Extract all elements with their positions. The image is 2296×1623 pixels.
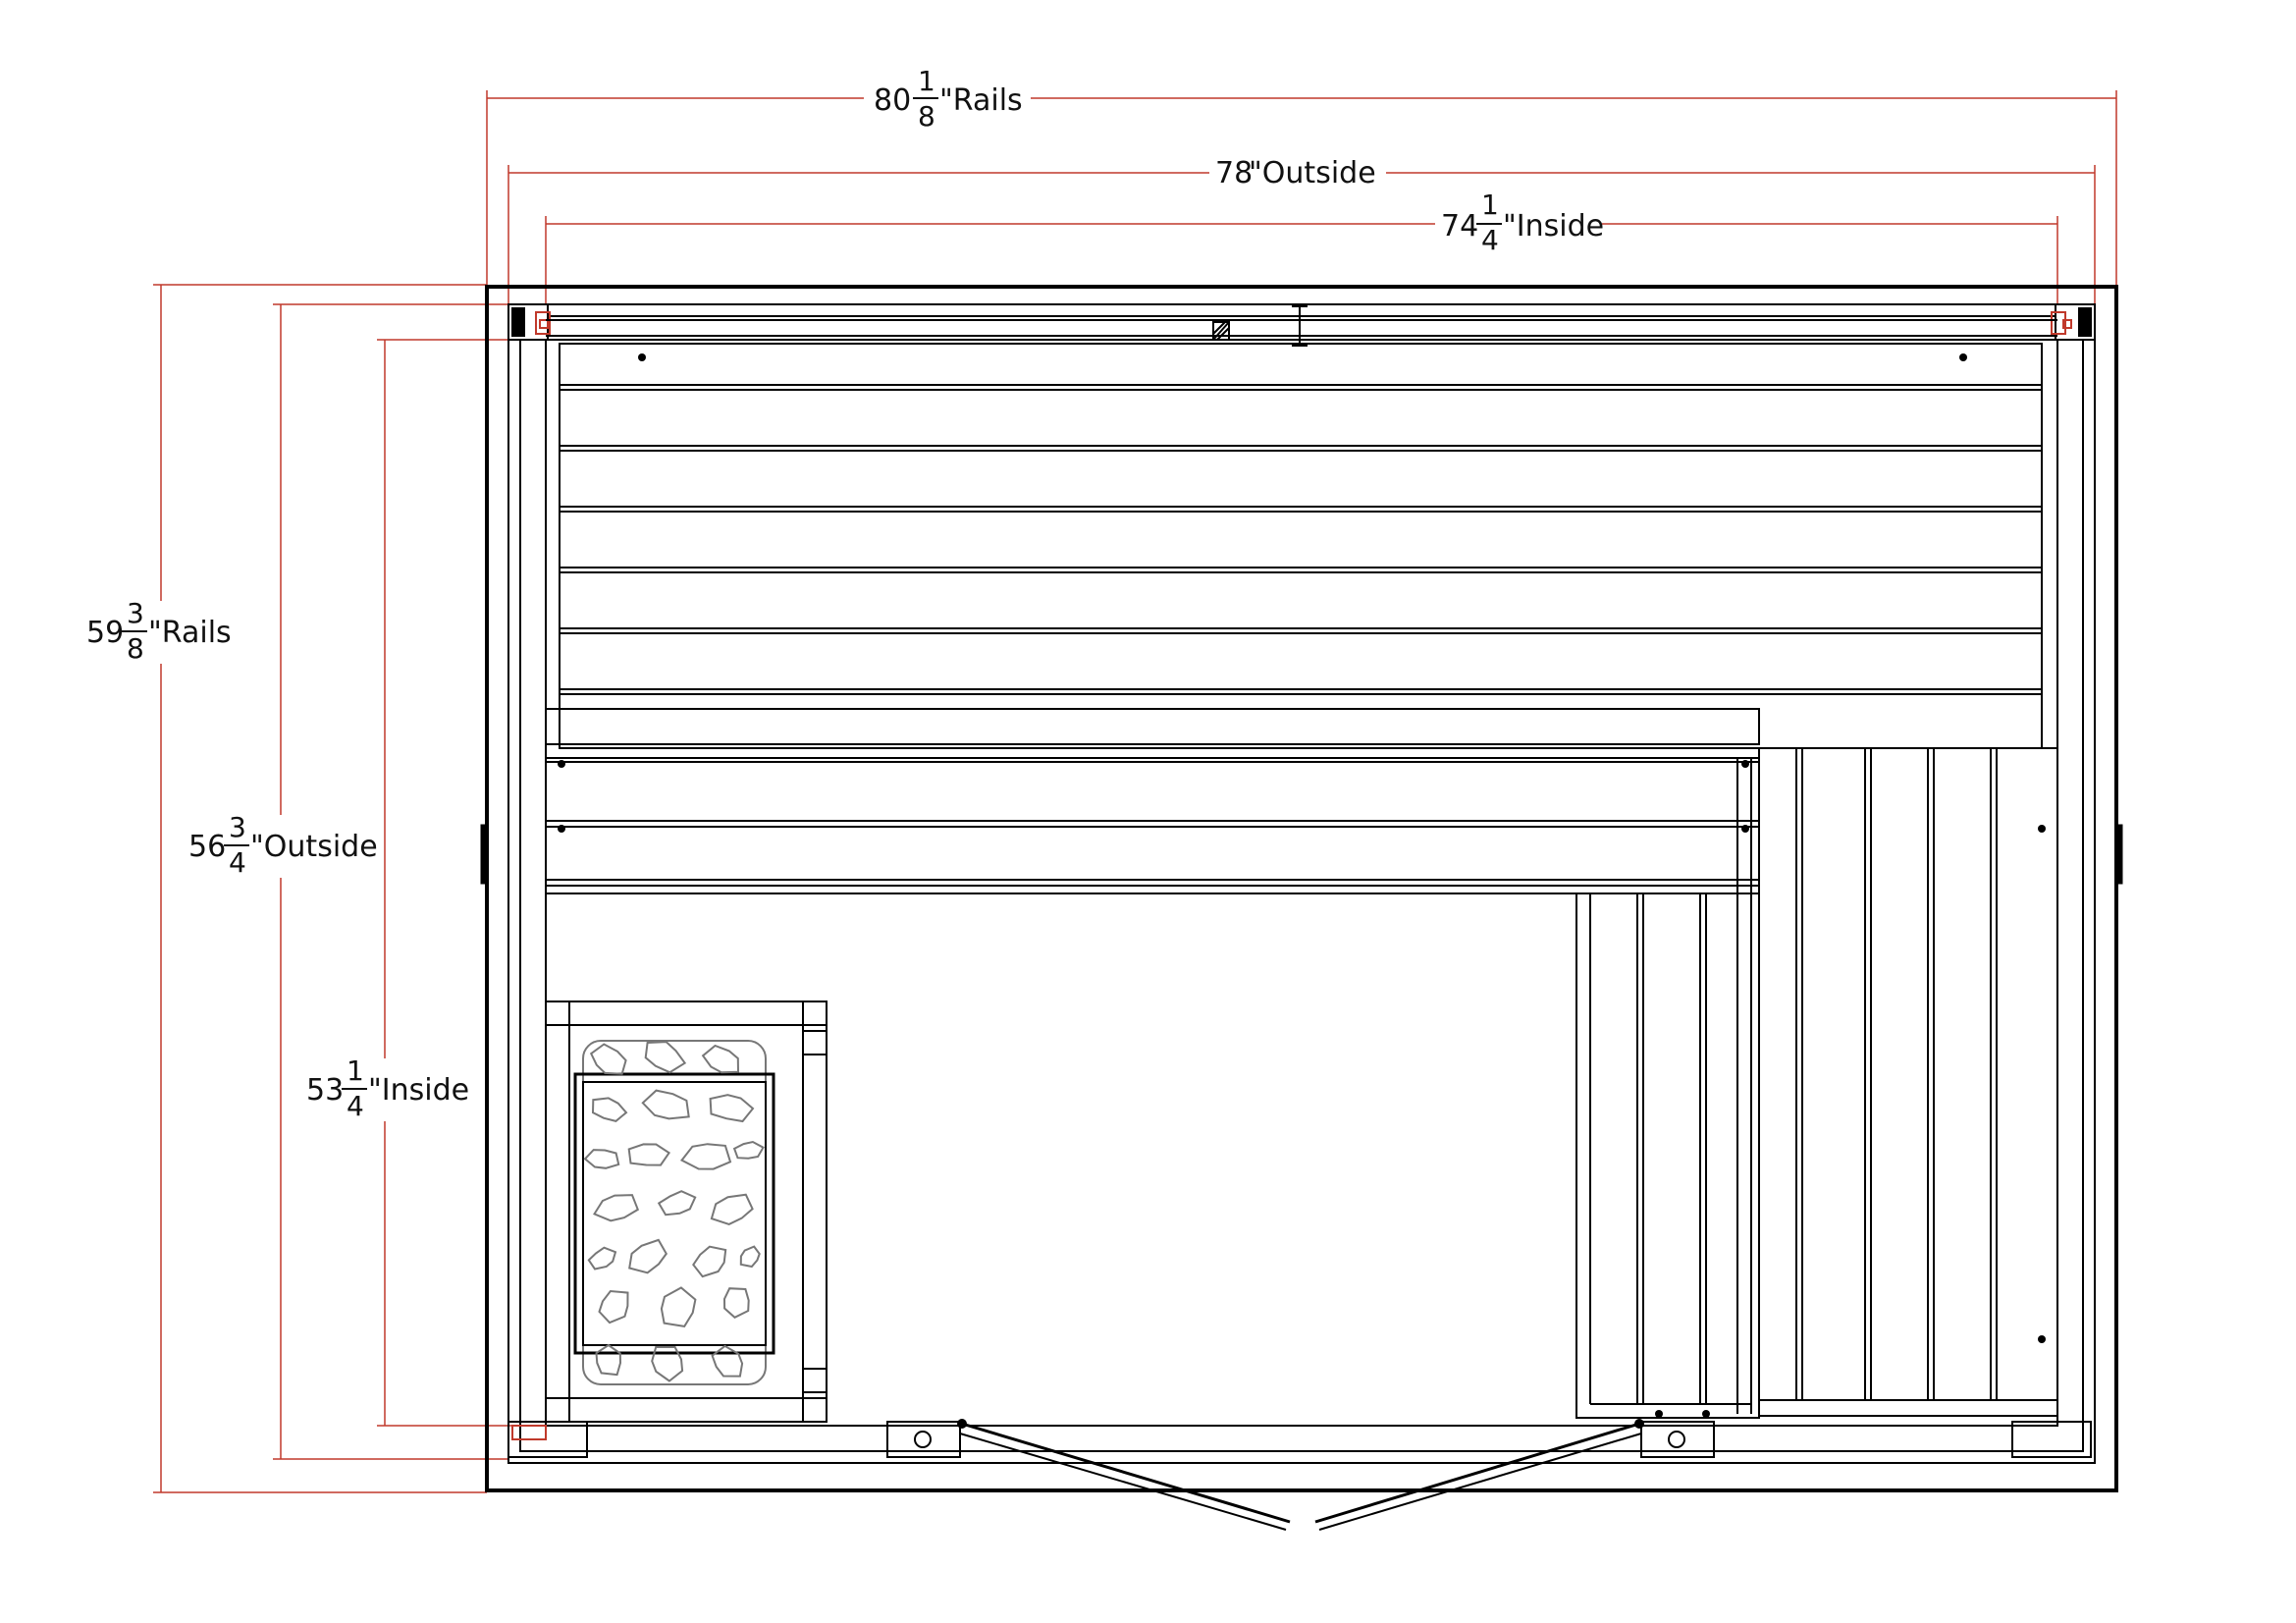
lower-bench (545, 708, 1760, 1419)
dim-depth-outside: 56 3 4 "Outside (185, 303, 508, 1460)
heater-stone (627, 1143, 671, 1166)
heater-stone (679, 1143, 732, 1170)
heater-stones (582, 1040, 767, 1385)
heater-stone (598, 1289, 629, 1325)
dim-width-rails-label: 80 1 8 "Rails (874, 65, 1023, 133)
dim-width-rails: 80 1 8 "Rails (486, 65, 2117, 287)
dim-width-outside: 78 "Outside (507, 153, 2096, 304)
heater-stone (587, 1246, 617, 1271)
heater-stone (641, 1089, 690, 1120)
door-hinge-left (886, 1421, 961, 1458)
lower-bench-edge (545, 708, 1760, 745)
upper-bench (559, 343, 2043, 749)
heater-stone (709, 1094, 755, 1123)
heater-guard (568, 1001, 828, 1423)
heater-stone (644, 1041, 687, 1074)
heater-stone (711, 1344, 744, 1378)
heater-stone (739, 1245, 761, 1269)
heater-stone (595, 1343, 622, 1377)
outside-wall (507, 303, 2096, 1464)
heater-stone (628, 1238, 667, 1274)
dimension-lines: 80 1 8 "Rails 78 "Outside 74 1 (82, 65, 2117, 1493)
back-wall-framing (546, 305, 2057, 347)
door-hinge-right (1640, 1421, 1715, 1458)
corner-posts (507, 303, 2096, 341)
dim-width-outside-label: 78 "Outside (1215, 156, 1376, 190)
heater-stone (732, 1140, 765, 1160)
stone-pattern (583, 1041, 765, 1382)
right-bench-frame (1758, 747, 2058, 1417)
heater-stone (660, 1286, 697, 1327)
right-bench (1758, 747, 2058, 1417)
step-frame (1575, 893, 1760, 1419)
heater-stone (701, 1044, 740, 1074)
sauna-heater (545, 1001, 828, 1423)
glass-door (507, 1419, 2092, 1531)
heater-stone (722, 1287, 750, 1319)
heater-stone (692, 1245, 727, 1278)
heater-stone (591, 1097, 628, 1122)
dim-depth-rails-label: 59 3 8 "Rails (86, 597, 232, 665)
dim-depth-rails: 59 3 8 "Rails (82, 284, 487, 1493)
heater-stone (589, 1043, 627, 1075)
upper-bench-frame (559, 343, 2043, 749)
heater-stone (651, 1346, 684, 1382)
dim-depth-outside-label: 56 3 4 "Outside (188, 811, 378, 879)
heater-stone (710, 1193, 754, 1225)
heater-stone (583, 1149, 620, 1169)
outer-rail-frame (485, 285, 2118, 1492)
screw-dots (558, 353, 2046, 1418)
heater-stone (657, 1190, 697, 1217)
dim-depth-inside: 53 1 4 "Inside (302, 339, 546, 1427)
heater-stone (593, 1194, 640, 1222)
dim-depth-inside-label: 53 1 4 "Inside (306, 1055, 469, 1122)
dim-width-inside: 74 1 4 "Inside (545, 189, 2058, 340)
heater-body (573, 1072, 775, 1355)
dim-width-inside-label: 74 1 4 "Inside (1441, 189, 1604, 256)
